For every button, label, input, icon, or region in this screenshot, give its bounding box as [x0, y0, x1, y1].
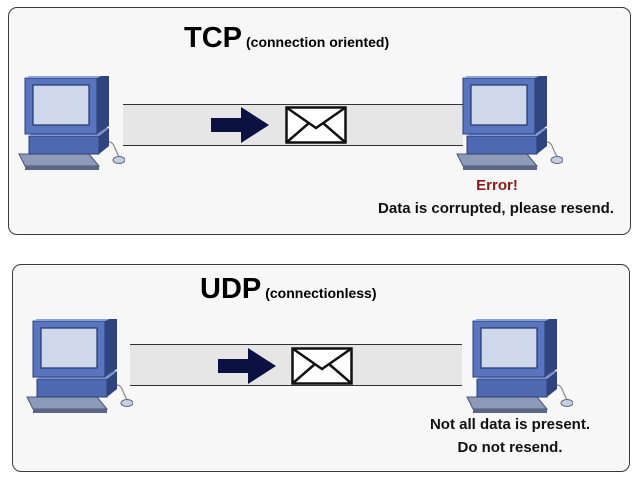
udp-title: UDP(connectionless) — [200, 273, 376, 306]
computer-icon — [23, 319, 133, 415]
error-label: Error! — [476, 177, 518, 194]
tcp-message: Data is corrupted, please resend. — [378, 200, 614, 217]
udp-panel: UDP(connectionless) Not all data is pres… — [12, 264, 630, 472]
tcp-title: TCP(connection oriented) — [184, 22, 389, 55]
right-arrow-icon — [211, 107, 269, 143]
udp-subtitle: (connectionless) — [265, 285, 377, 301]
computer-icon — [453, 76, 563, 172]
computer-icon — [463, 319, 573, 415]
tcp-title-label: TCP — [184, 22, 242, 54]
udp-message-line1: Not all data is present. — [429, 416, 591, 433]
tcp-subtitle: (connection oriented) — [246, 34, 390, 50]
tcp-panel: TCP(connection oriented) Error! Data is … — [8, 7, 631, 235]
udp-message-line2: Do not resend. — [457, 439, 563, 456]
computer-icon — [15, 76, 125, 172]
envelope-icon — [291, 347, 353, 385]
envelope-icon — [285, 106, 347, 144]
right-arrow-icon — [218, 348, 276, 384]
udp-title-label: UDP — [200, 273, 262, 305]
